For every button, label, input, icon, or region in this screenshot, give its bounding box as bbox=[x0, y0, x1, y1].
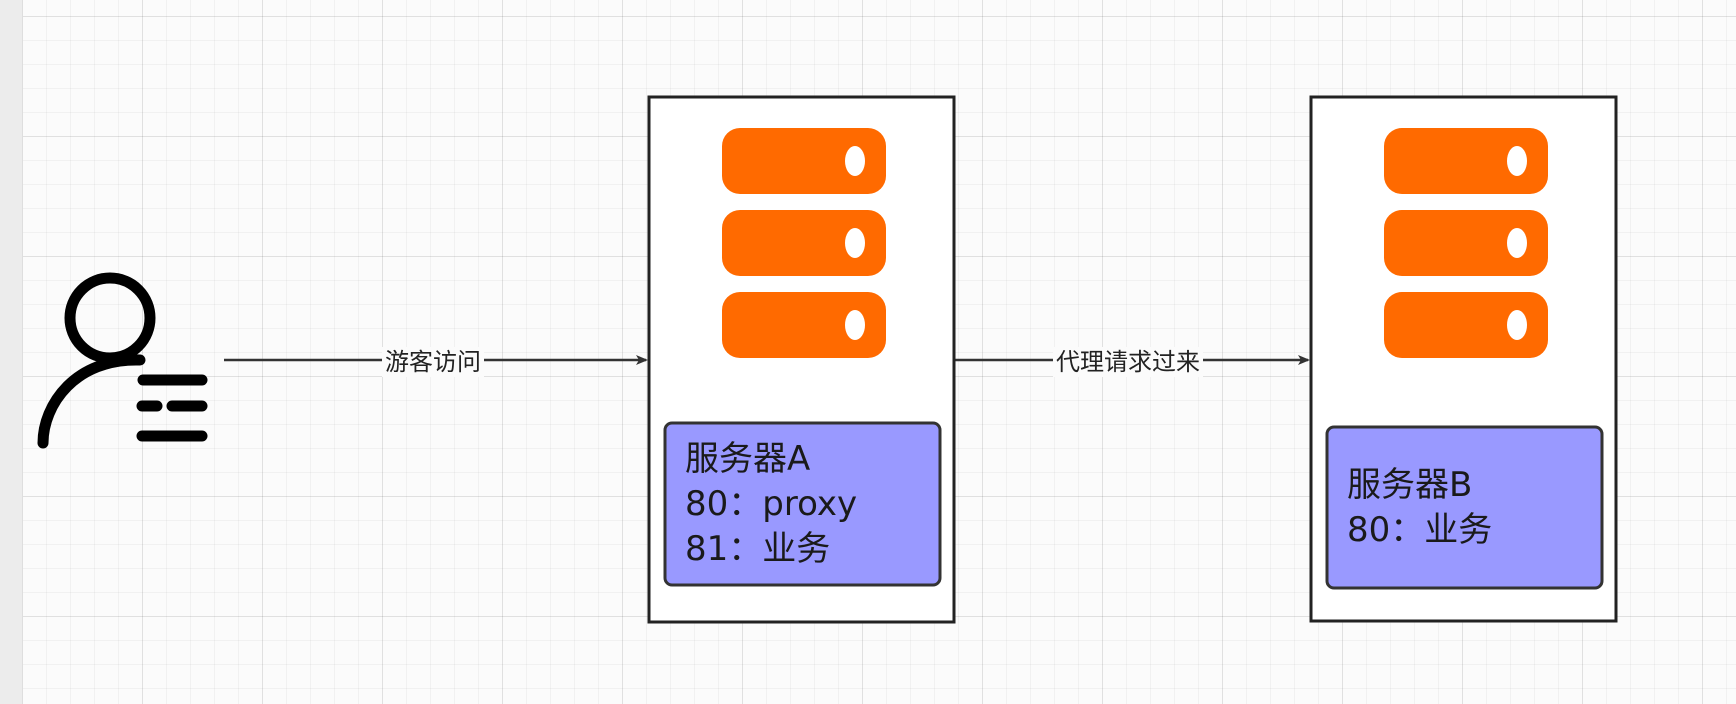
visitor-icon[interactable] bbox=[37, 272, 208, 449]
server-a-port-80: 80：proxy bbox=[685, 484, 858, 524]
server-b-led-3 bbox=[1507, 310, 1527, 340]
server-stack-icon bbox=[1384, 128, 1548, 358]
server-a-led-2 bbox=[845, 228, 865, 258]
server-a-unit-2 bbox=[722, 210, 886, 276]
server-b-label-box[interactable] bbox=[1325, 425, 1604, 590]
server-b-port-80: 80：业务 bbox=[1347, 510, 1493, 550]
visitor-body bbox=[37, 354, 146, 449]
edge-label-proxy-request: 代理请求过来 bbox=[1053, 347, 1203, 377]
server-a-unit-3 bbox=[722, 292, 886, 358]
server-b-unit-1 bbox=[1384, 128, 1548, 194]
server-a-port-81: 81：业务 bbox=[685, 529, 831, 569]
server-b-unit-3 bbox=[1384, 292, 1548, 358]
server-a-unit-1 bbox=[722, 128, 886, 194]
server-stack-icon bbox=[722, 128, 886, 358]
edge-label-visitor-access: 游客访问 bbox=[382, 347, 484, 377]
canvas-left-edge bbox=[0, 0, 23, 704]
server-a-label-box[interactable] bbox=[663, 421, 942, 587]
server-a-led-3 bbox=[845, 310, 865, 340]
server-b-name: 服务器B bbox=[1347, 465, 1473, 505]
server-b-led-2 bbox=[1507, 228, 1527, 258]
server-a-name: 服务器A bbox=[685, 439, 811, 479]
server-a-led-1 bbox=[845, 146, 865, 176]
server-b-unit-2 bbox=[1384, 210, 1548, 276]
server-b-led-1 bbox=[1507, 146, 1527, 176]
visitor-head bbox=[64, 272, 156, 364]
